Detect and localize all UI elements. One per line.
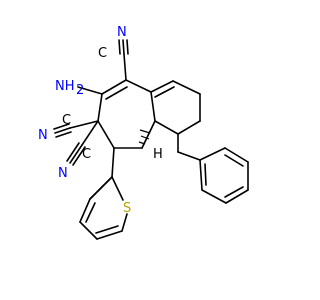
molecule-diagram: NH 2 N N N S C C C H bbox=[38, 25, 249, 240]
atom-nitrile-n2: N bbox=[38, 128, 48, 143]
atom-carbon-2: C bbox=[62, 113, 71, 128]
atom-sulfur: S bbox=[123, 201, 131, 216]
stereo-wedge bbox=[138, 120, 156, 149]
atom-carbon-1: C bbox=[98, 46, 107, 61]
atom-nitrile-n3: N bbox=[58, 166, 68, 181]
atom-nitrile-n1: N bbox=[117, 25, 127, 40]
atom-carbon-3: C bbox=[82, 147, 91, 162]
atom-amino-h2: 2 bbox=[76, 83, 84, 98]
atom-hydrogen: H bbox=[153, 147, 163, 162]
atom-amino-n: NH bbox=[55, 79, 75, 94]
bond-lines bbox=[53, 39, 249, 240]
atom-labels: NH 2 N N N S C C C H bbox=[38, 25, 163, 216]
